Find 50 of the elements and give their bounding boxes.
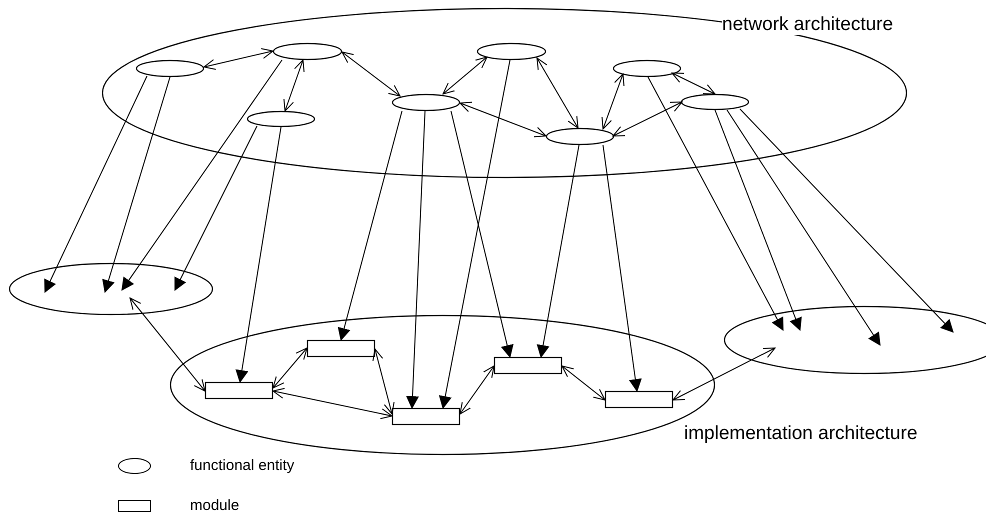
- arrow: [174, 126, 258, 291]
- module-box: [307, 340, 375, 357]
- arrow: [438, 60, 510, 410]
- arrow: [102, 76, 170, 294]
- arrow: [372, 348, 395, 414]
- entity-ellipse: [681, 94, 749, 110]
- arrow: [672, 72, 716, 94]
- arrow: [536, 58, 578, 128]
- entity-ellipse: [546, 128, 614, 145]
- arrow: [714, 110, 802, 331]
- arrow: [235, 126, 282, 384]
- entity-ellipse: [247, 111, 315, 127]
- arrow: [460, 102, 546, 138]
- arrow: [648, 76, 784, 331]
- arrow: [272, 388, 392, 420]
- arrow: [406, 110, 426, 410]
- architecture-ellipse: [102, 8, 907, 178]
- arrow: [460, 366, 494, 414]
- arrow: [602, 144, 642, 392]
- entity-ellipse: [9, 263, 213, 315]
- arrow: [338, 110, 402, 342]
- module-box: [205, 382, 273, 399]
- arrow: [612, 102, 682, 136]
- entity-ellipse: [613, 60, 681, 77]
- arrow: [44, 76, 148, 293]
- arrow: [342, 52, 400, 96]
- arrow: [726, 110, 881, 346]
- arrow: [204, 48, 274, 70]
- legend-label: functional entity: [190, 457, 294, 474]
- legend-label: module: [190, 497, 240, 514]
- module-box: [392, 408, 460, 425]
- arrow: [536, 144, 580, 358]
- arrow: [450, 110, 514, 358]
- arrow: [130, 298, 206, 392]
- architecture-label: implementation architecture: [684, 423, 918, 444]
- module-box: [605, 391, 673, 408]
- arrow: [602, 74, 624, 130]
- arrow: [740, 108, 954, 333]
- arrow: [283, 60, 305, 112]
- module-box: [494, 357, 562, 374]
- arrow: [442, 56, 488, 94]
- architecture-label: network architecture: [722, 14, 894, 35]
- entity-ellipse: [136, 60, 204, 77]
- arrow: [272, 348, 308, 388]
- arrow: [562, 366, 606, 400]
- arrow: [672, 348, 776, 400]
- arrow: [121, 60, 282, 291]
- entity-ellipse: [477, 43, 546, 60]
- entity-ellipse: [273, 43, 342, 60]
- entity-ellipse: [392, 94, 460, 111]
